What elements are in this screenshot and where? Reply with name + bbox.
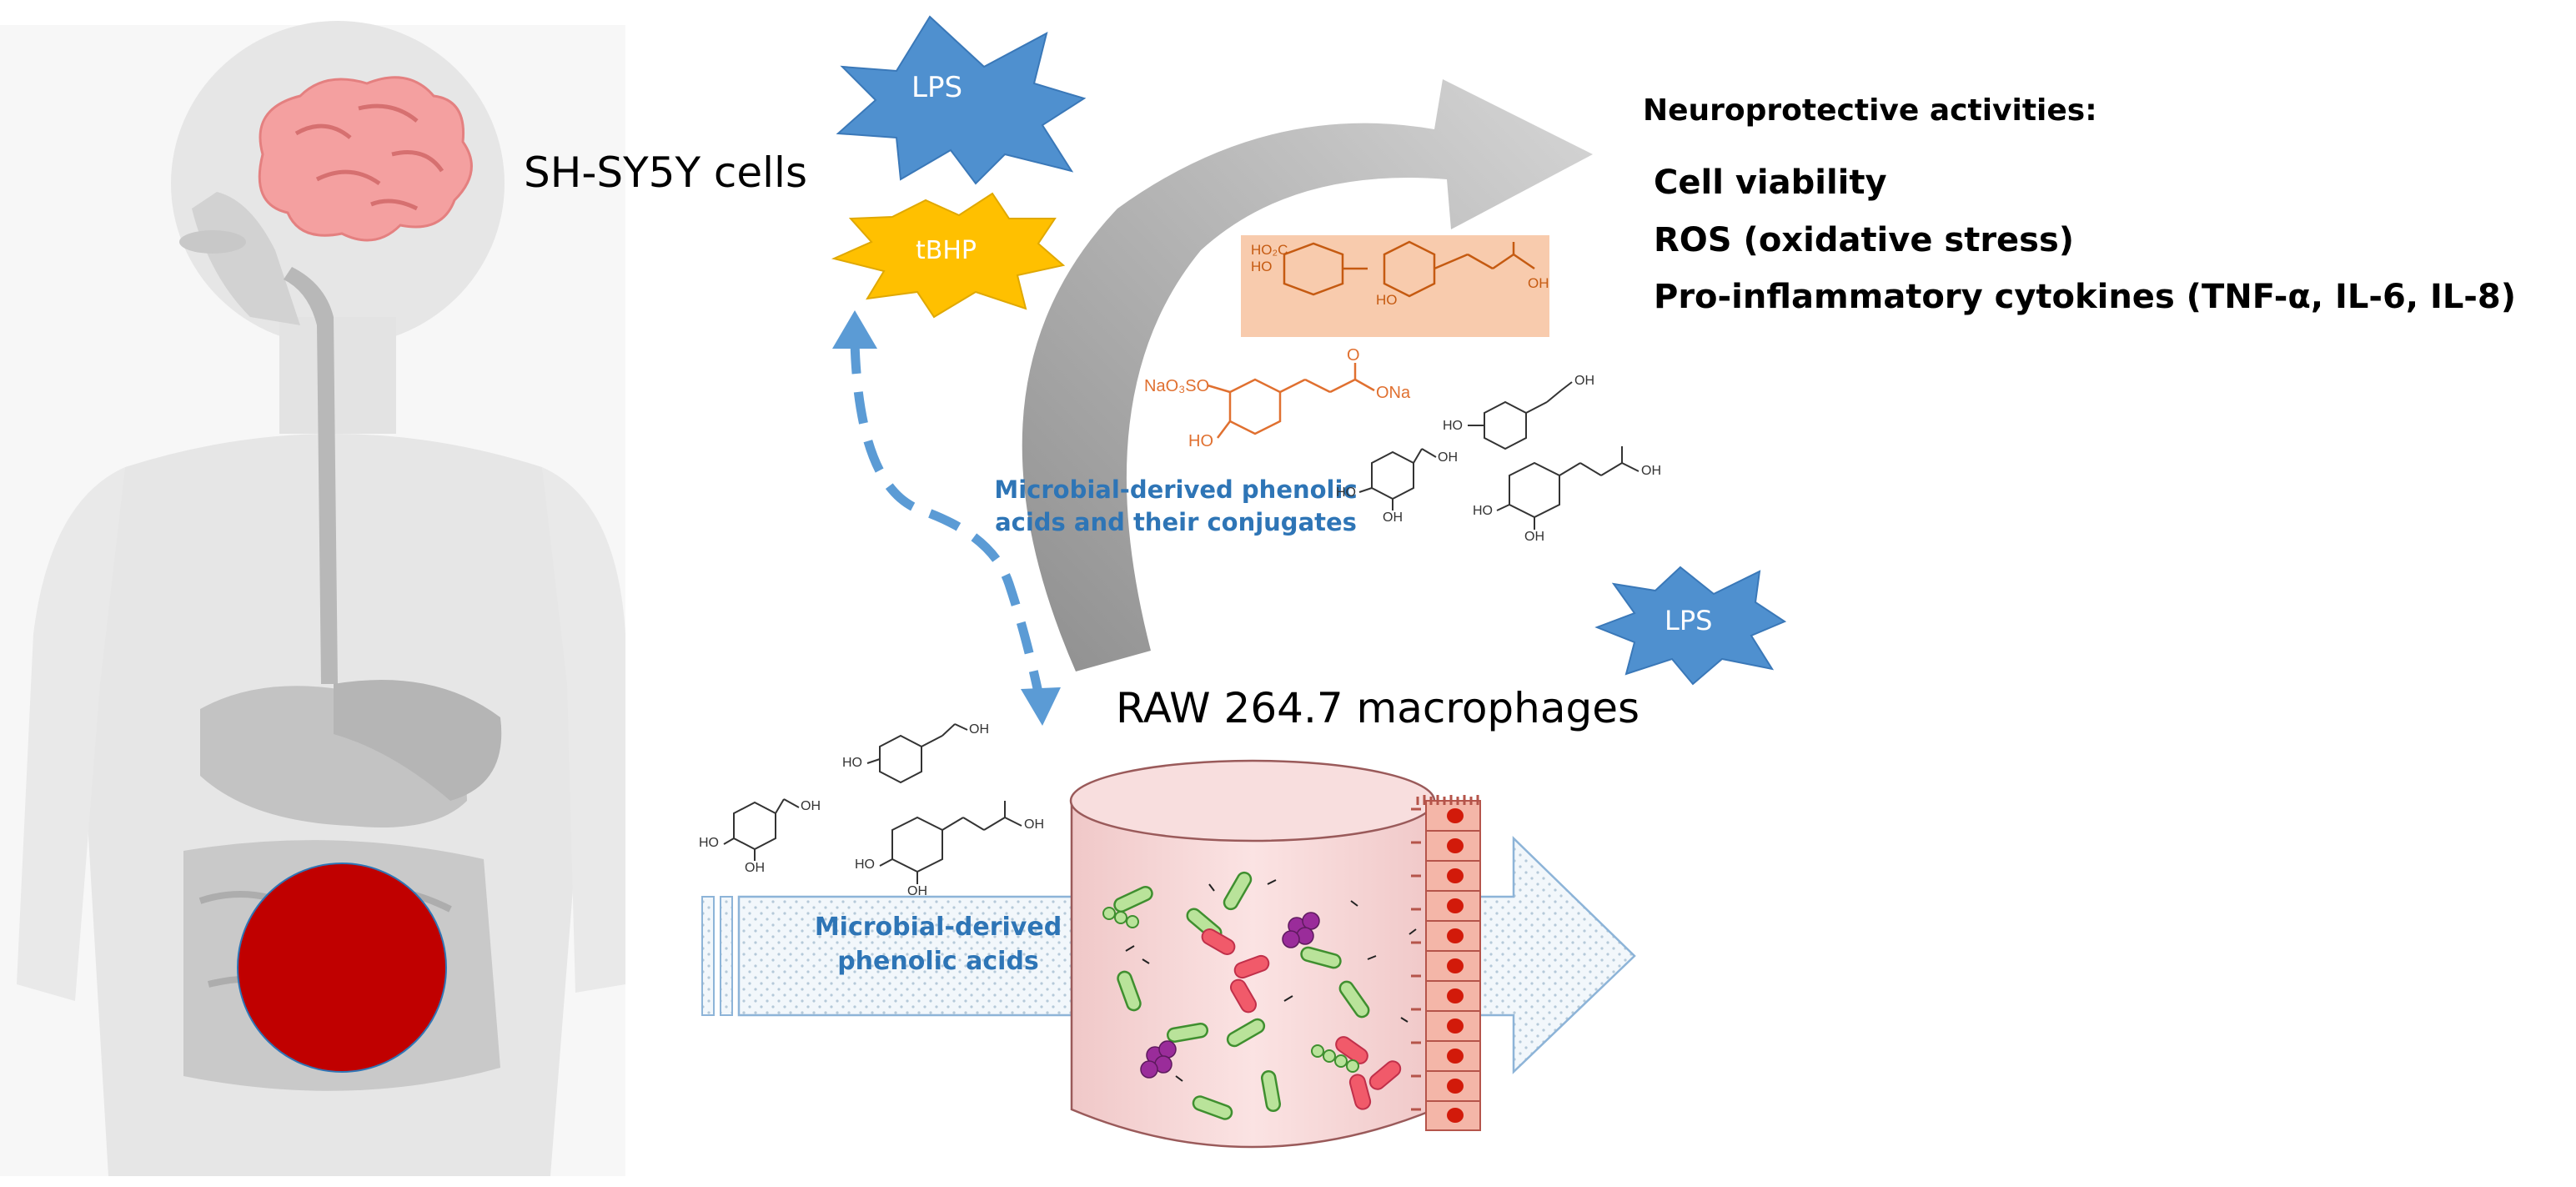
chem-label-ho: HO	[1251, 259, 1273, 274]
chem-label-ho: HO	[1376, 292, 1398, 308]
activity-item: Pro-inflammatory cytokines (TNF-α, IL-6,…	[1654, 278, 2517, 316]
intestinal-cylinder	[1069, 759, 1436, 1149]
lps-starburst-mid	[1594, 566, 1787, 686]
epithelial-cell-layer	[1411, 795, 1481, 1131]
chem-label-ho: HO	[1473, 504, 1493, 518]
chem-label-ho: HO	[1336, 485, 1356, 500]
chem-label-ona: ONa	[1376, 384, 1411, 402]
lps-label-mid: LPS	[1665, 605, 1713, 636]
chem-label-oh: OH	[1024, 817, 1044, 832]
glucuronide-structure	[1283, 240, 1535, 298]
chem-label-o: O	[1347, 346, 1360, 365]
chem-label-oh: OH	[745, 861, 765, 875]
chem-label-naso3o: NaO₃SO	[1144, 377, 1210, 395]
chem-label-ho: HO	[842, 756, 862, 770]
chem-label-oh: OH	[1524, 530, 1544, 544]
chem-label-oh: OH	[1574, 374, 1594, 388]
chem-label-oh: OH	[969, 722, 989, 737]
curved-arrow	[1022, 79, 1593, 671]
brain-icon	[258, 76, 473, 242]
sulfate-conjugate-structure	[1207, 363, 1375, 439]
microbial-conjugates-label: Microbial-derived phenolic acids and the…	[994, 475, 1358, 537]
chem-label-oh: OH	[1528, 275, 1549, 291]
microbial-acids-label: Microbial-derived phenolic acids	[814, 913, 1062, 976]
chem-label-oh: OH	[801, 799, 821, 813]
chem-label-oh: OH	[1438, 450, 1458, 465]
activity-item: Cell viability	[1654, 163, 1887, 202]
tbhp-label: tBHP	[916, 236, 977, 265]
lps-label-top: LPS	[911, 71, 963, 104]
chem-label-ho: HO	[1188, 432, 1213, 450]
chem-label-ho: HO	[1443, 419, 1463, 433]
chem-label-oh: OH	[1383, 511, 1403, 525]
sh-sy5y-label: SH-SY5Y cells	[524, 148, 807, 197]
dashed-double-arrow	[832, 310, 1061, 726]
chem-label-ho: HO	[855, 858, 875, 872]
tbhp-starburst	[831, 192, 1066, 319]
raw-macrophages-label: RAW 264.7 macrophages	[1116, 684, 1640, 732]
lps-starburst-top	[836, 15, 1087, 185]
chem-label-oh: OH	[1641, 464, 1661, 478]
activity-item: ROS (oxidative stress)	[1654, 221, 2075, 259]
activities-heading: Neuroprotective activities:	[1643, 93, 2097, 128]
phenolic-acid-structures-upper	[1358, 381, 1640, 530]
chem-label-ho: HO	[699, 836, 719, 850]
phenolic-acid-structures-lower	[723, 723, 1022, 884]
gut-highlight-circle	[237, 863, 447, 1073]
chem-label-ho2c: HO₂C	[1251, 242, 1288, 258]
chem-label-oh: OH	[907, 884, 927, 898]
